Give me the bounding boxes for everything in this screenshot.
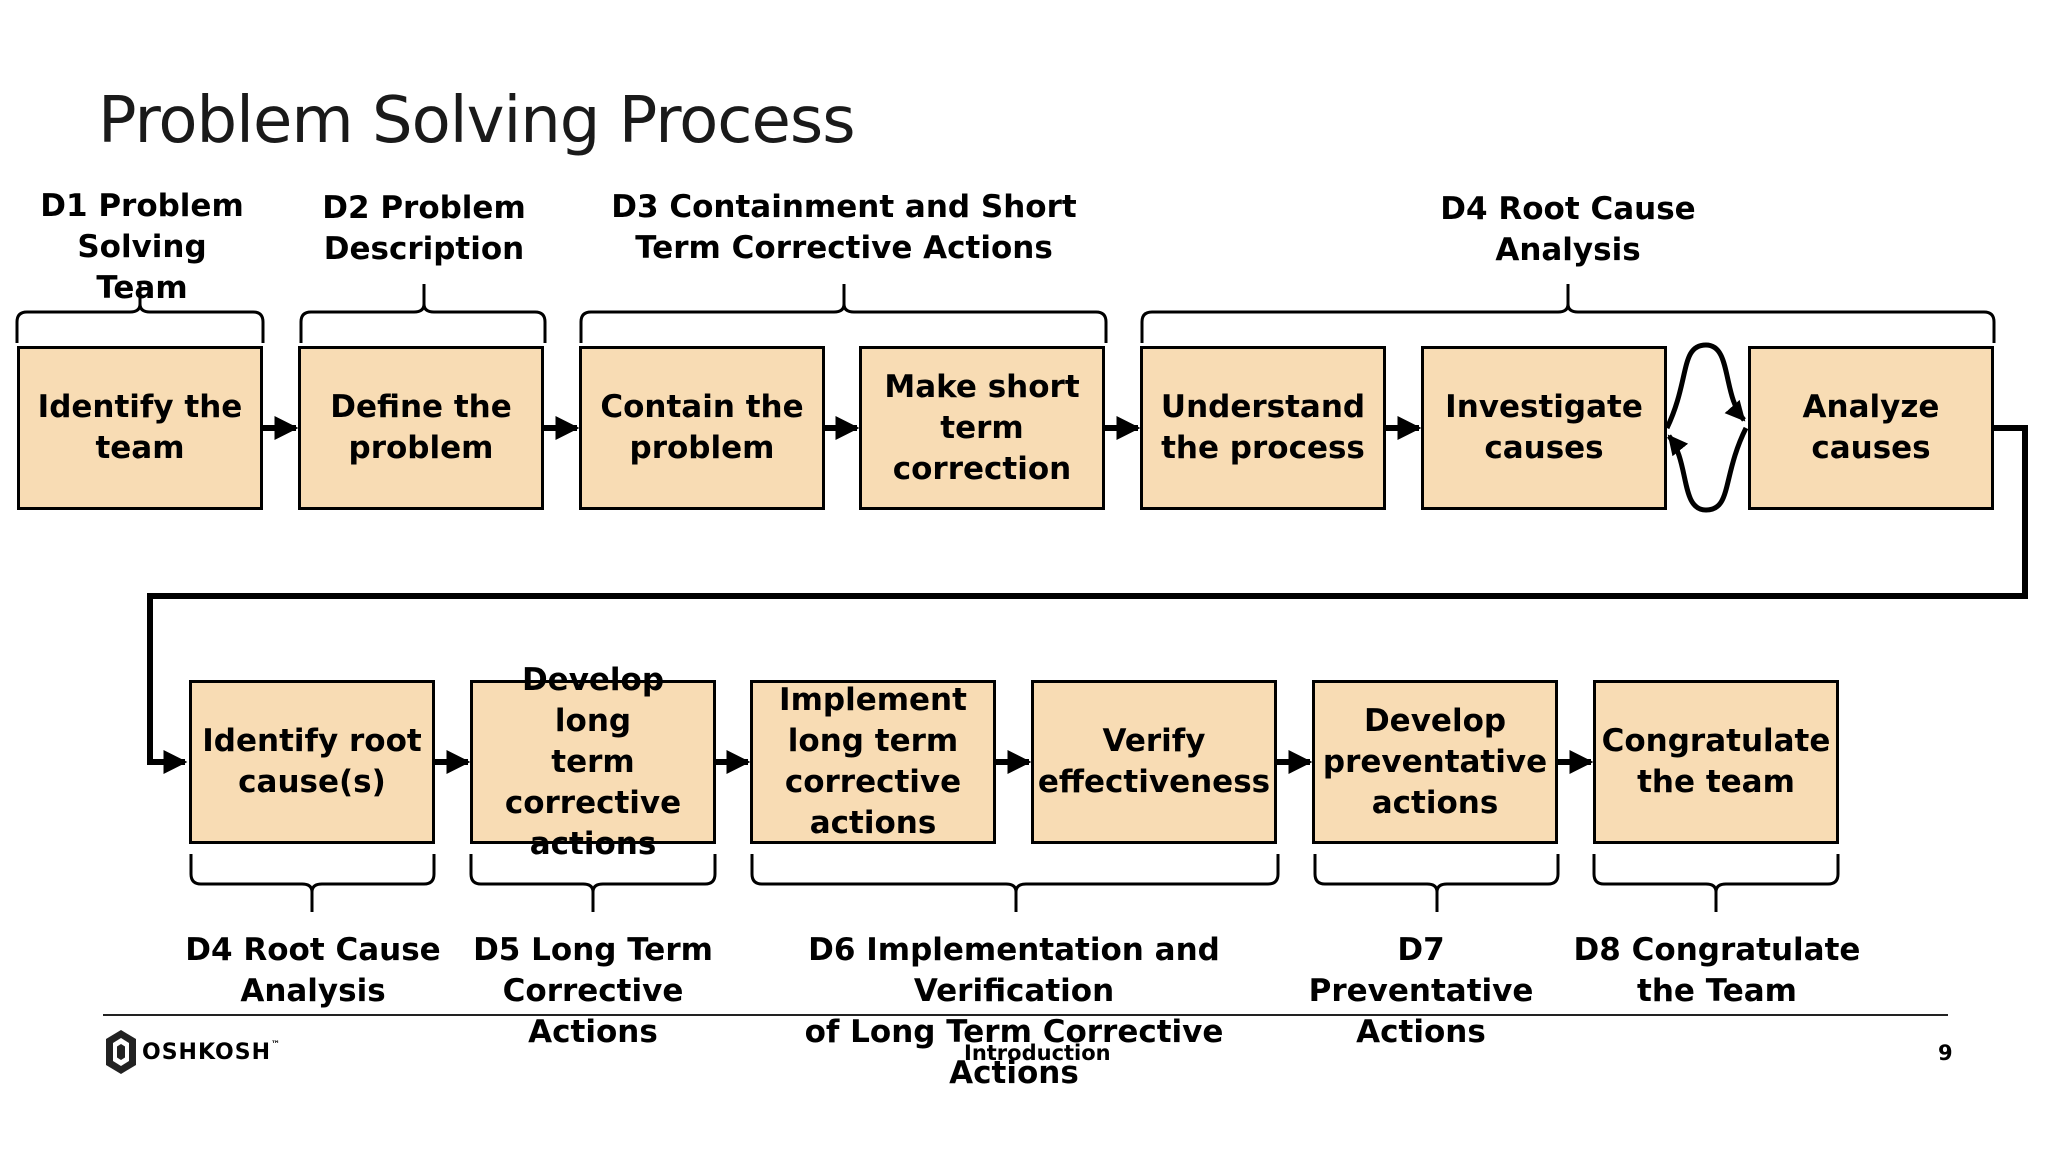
brace-d5 (469, 854, 717, 912)
oshkosh-logo-icon (106, 1030, 136, 1074)
page-number: 9 (1938, 1041, 1953, 1065)
top-braces (15, 284, 1996, 343)
investigate-analyze-loop (1664, 342, 1749, 513)
brace-d4-bottom (189, 854, 436, 912)
oshkosh-logo: OSHKOSH™ (106, 1030, 281, 1074)
brace-d4-top (1140, 284, 1996, 343)
brace-d3 (579, 284, 1108, 343)
bottom-braces (189, 854, 1840, 912)
row-connector (147, 425, 2028, 774)
brace-d8 (1592, 854, 1840, 912)
footer-divider (103, 1014, 1948, 1016)
brace-d7 (1313, 854, 1560, 912)
brace-d2 (299, 284, 547, 343)
brace-d1 (15, 284, 265, 343)
brace-d6 (750, 854, 1280, 912)
footer-section: Introduction (964, 1041, 1111, 1065)
page-title: Problem Solving Process (98, 84, 856, 158)
oshkosh-logo-text: OSHKOSH™ (142, 1039, 281, 1065)
